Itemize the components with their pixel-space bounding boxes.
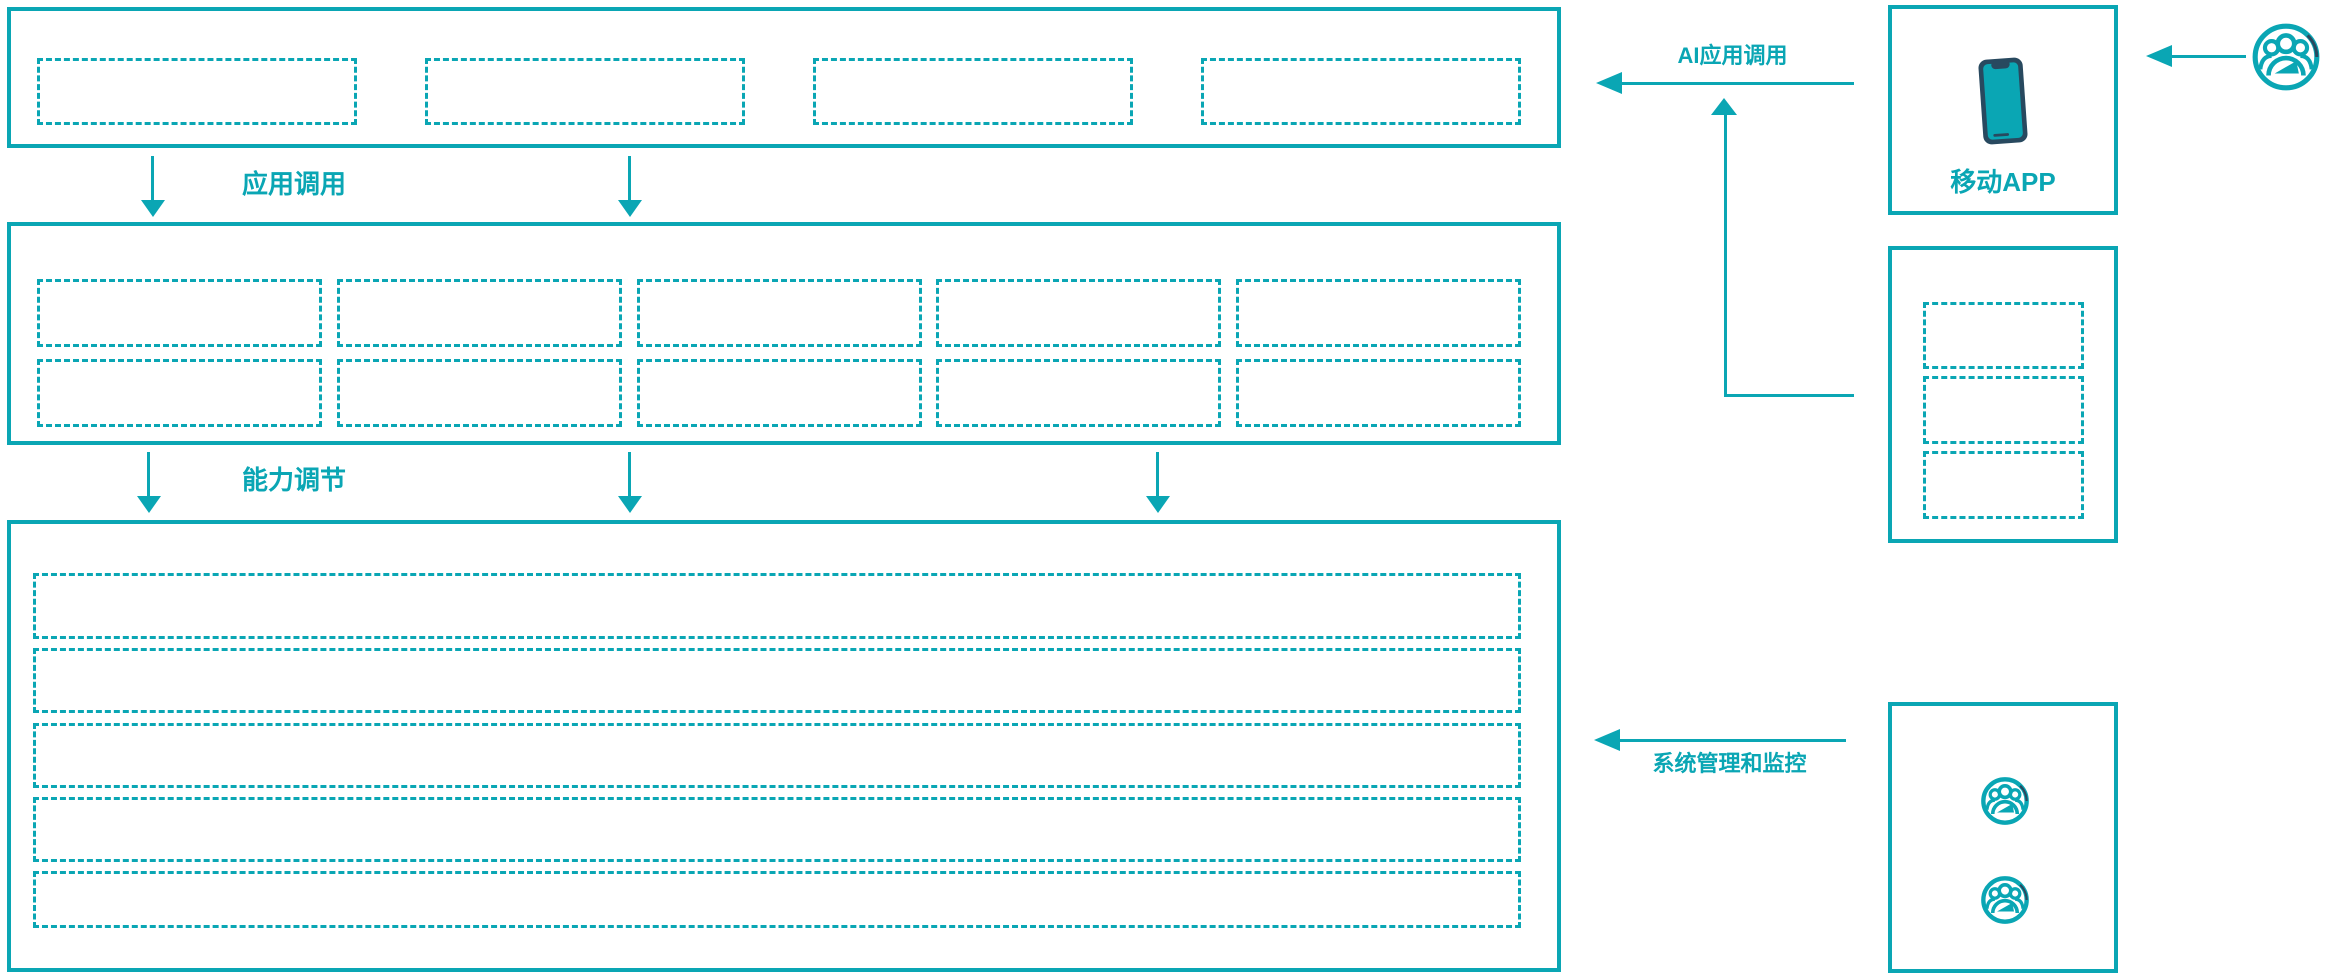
capability-slot [37, 279, 322, 347]
application-layer-box [7, 7, 1561, 148]
gateway-connector-horizontal [1724, 394, 1854, 397]
gateway-slot [1923, 376, 2084, 444]
app-call-arrow-shaft [628, 156, 631, 202]
capability-tune-arrowhead-icon [618, 496, 642, 513]
application-slot [37, 58, 357, 125]
resource-row-slot [33, 797, 1521, 862]
gateway-connector-arrowhead-icon [1711, 98, 1737, 115]
resource-row-slot [33, 648, 1521, 713]
mobile-app-box: 移动APP [1888, 5, 2118, 215]
gateway-slot [1923, 302, 2084, 369]
smartphone-icon [1976, 53, 2030, 148]
capability-slot [936, 359, 1221, 427]
capability-slot [637, 279, 922, 347]
gateway-box [1888, 246, 2118, 543]
ai-app-call-arrowhead-icon [1596, 72, 1622, 94]
capability-tune-arrowhead-icon [1146, 496, 1170, 513]
application-slot [813, 58, 1133, 125]
capability-slot [936, 279, 1221, 347]
capability-slot [1236, 279, 1521, 347]
capability-layer-box [7, 222, 1561, 445]
capability-slot [1236, 359, 1521, 427]
app-call-arrowhead-icon [141, 200, 165, 217]
capability-tune-arrowhead-icon [137, 496, 161, 513]
resource-row-slot [33, 871, 1521, 928]
capability-slot [37, 359, 322, 427]
system-monitor-arrow-shaft [1620, 739, 1846, 742]
app-call-label: 应用调用 [242, 169, 347, 199]
system-monitor-arrowhead-icon [1594, 729, 1620, 751]
system-monitor-label: 系统管理和监控 [1652, 751, 1807, 776]
user-to-app-arrow-shaft [2172, 55, 2246, 58]
ai-app-call-arrow-shaft [1620, 82, 1854, 85]
capability-tune-arrow-shaft [147, 452, 150, 498]
gateway-connector-vertical [1724, 113, 1727, 397]
user-to-app-arrowhead-icon [2146, 45, 2172, 67]
ops-box [1888, 702, 2118, 973]
user-group-icon [2252, 23, 2320, 91]
mobile-app-label: 移动APP [1950, 167, 2056, 197]
user-group-icon [1981, 876, 2029, 924]
user-group-icon [1981, 777, 2029, 825]
resource-layer-box [7, 520, 1561, 972]
capability-slot [337, 359, 622, 427]
app-call-arrowhead-icon [618, 200, 642, 217]
capability-slot [637, 359, 922, 427]
capability-tune-label: 能力调节 [242, 465, 347, 495]
ai-app-call-label: AI应用调用 [1677, 43, 1788, 68]
gateway-slot [1923, 451, 2084, 519]
resource-row-slot [33, 573, 1521, 639]
application-slot [425, 58, 745, 125]
capability-tune-arrow-shaft [628, 452, 631, 498]
resource-row-slot [33, 723, 1521, 788]
capability-tune-arrow-shaft [1156, 452, 1159, 498]
app-call-arrow-shaft [151, 156, 154, 202]
application-slot [1201, 58, 1521, 125]
capability-slot [337, 279, 622, 347]
